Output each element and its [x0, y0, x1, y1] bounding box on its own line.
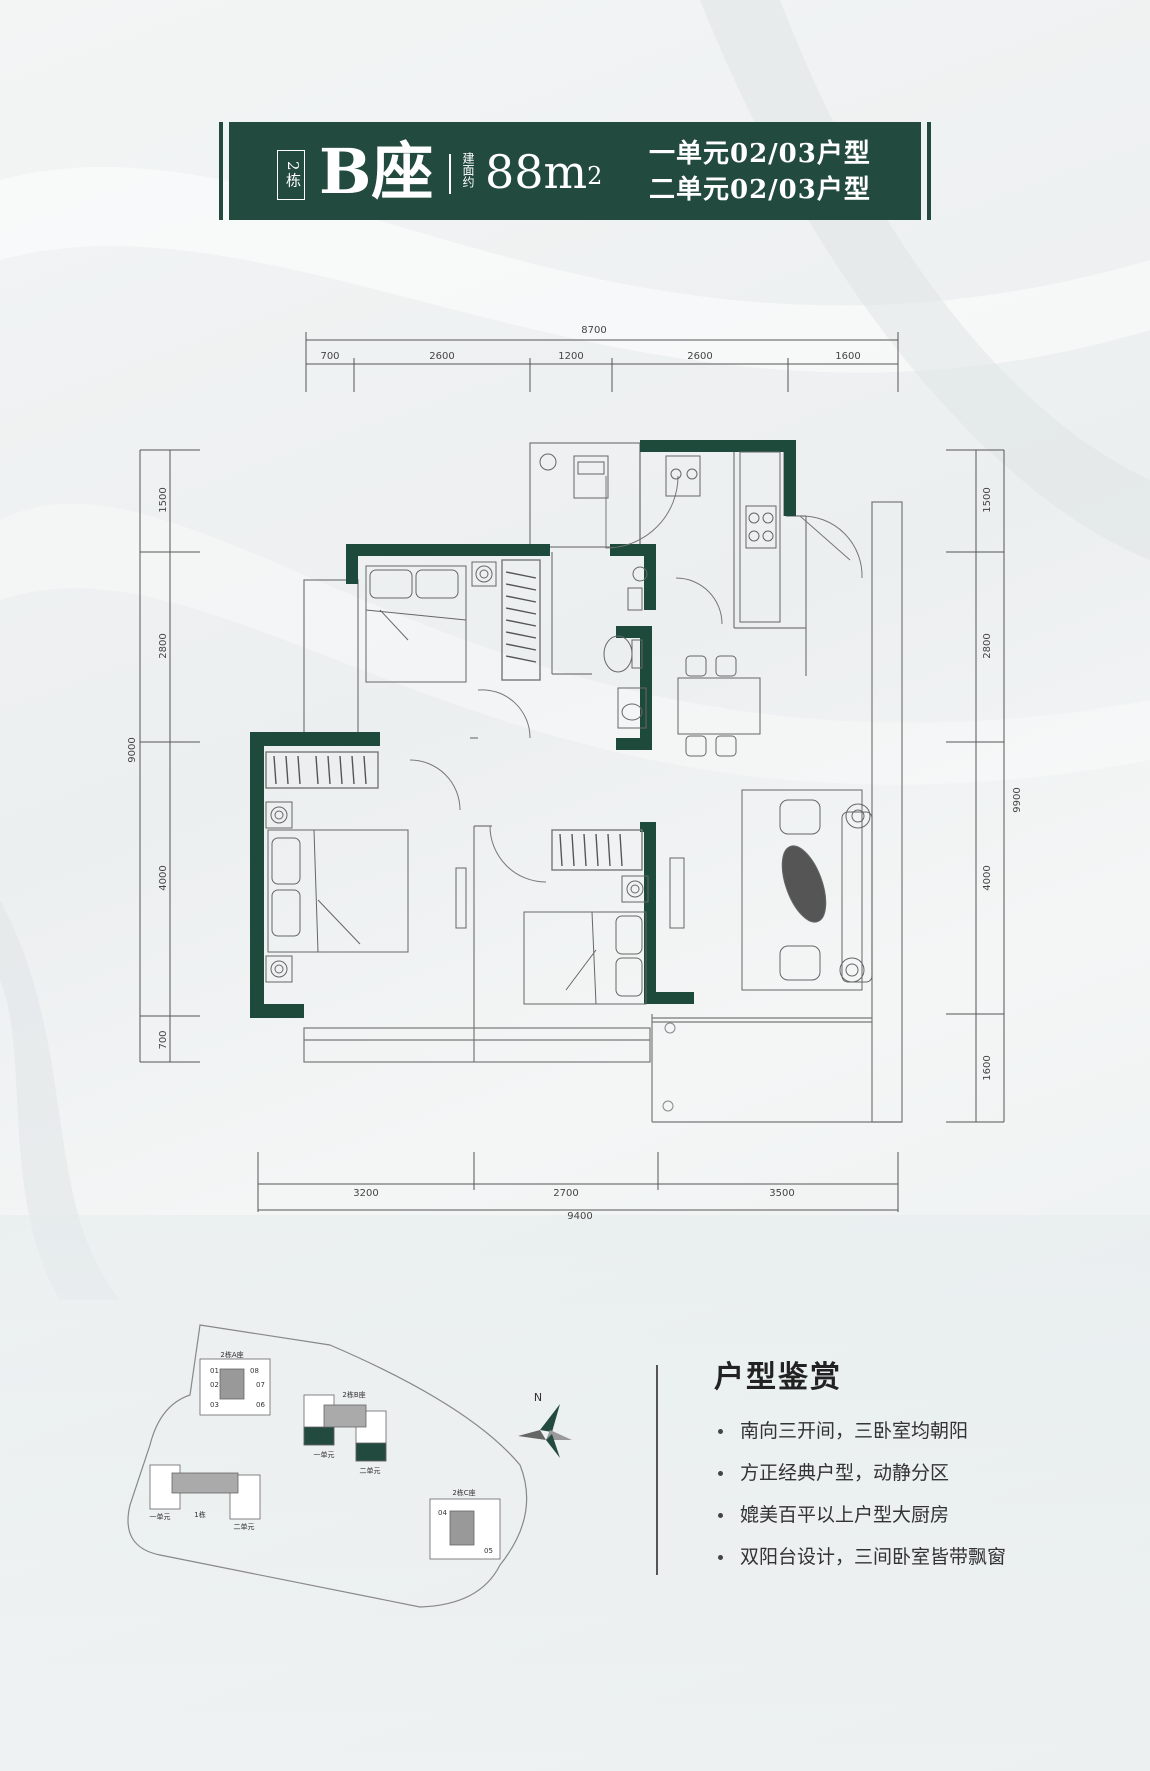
dim-top-3: 1200 — [558, 351, 583, 362]
dim-left-4: 700 — [158, 1030, 169, 1049]
header-banner: 2栋 B座 建面约 88m2 一单元02/03户型 二单元02/03户型 — [219, 122, 931, 220]
site-label-1: 1栋 — [194, 1510, 205, 1519]
site-building-2b — [303, 1394, 387, 1462]
feature-item: 双阳台设计，三间卧室皆带飘窗 — [712, 1536, 1006, 1578]
doors — [409, 475, 863, 883]
dim-left-total: 9000 — [127, 737, 138, 762]
bed-top — [365, 561, 497, 683]
area-number: 88m — [485, 145, 588, 199]
feature-text: 双阳台设计，三间卧室皆带飘窗 — [740, 1546, 1007, 1568]
dim-left-1: 1500 — [158, 487, 169, 512]
feature-text: 方正经典户型，动静分区 — [740, 1462, 950, 1484]
dim-top-4: 2600 — [687, 351, 712, 362]
site-num-2c-05: 05 — [484, 1547, 493, 1555]
feature-item: 南向三开间，三卧室均朝阳 — [712, 1410, 1006, 1452]
wardrobe-third — [551, 829, 643, 871]
feature-item: 方正经典户型，动静分区 — [712, 1452, 1006, 1494]
bullet-icon — [718, 1513, 723, 1518]
site-num-2a-08: 08 — [250, 1367, 259, 1375]
dim-bottom-2: 2700 — [553, 1188, 578, 1199]
site-building-2a — [199, 1358, 271, 1416]
site-num-2a-07: 07 — [256, 1381, 265, 1389]
balcony-fixtures — [662, 1022, 676, 1112]
feature-item: 媲美百平以上户型大厨房 — [712, 1494, 1006, 1536]
dim-top-total: 8700 — [581, 325, 606, 336]
dim-top-2: 2600 — [429, 351, 454, 362]
dining-table — [677, 655, 761, 757]
banner-edge-right — [927, 122, 931, 220]
site-unit-1b: 一单元 — [150, 1512, 171, 1521]
site-unit-1: 一单元 — [314, 1450, 335, 1459]
site-unit-2: 二单元 — [360, 1466, 381, 1475]
floor-plan: 8700 700 2600 1200 2600 1600 9000 1500 2… — [127, 325, 1023, 1222]
dim-top-5: 1600 — [835, 351, 860, 362]
dim-bottom-3: 3500 — [769, 1188, 794, 1199]
dim-right-3: 4000 — [982, 865, 993, 890]
building-tag: 2栋 — [277, 150, 305, 200]
site-label-2a: 2栋A座 — [220, 1350, 243, 1359]
north-label: N — [534, 1391, 542, 1404]
bullet-icon — [718, 1471, 723, 1476]
site-num-2a-06: 06 — [256, 1401, 265, 1409]
dim-bottom-total: 9400 — [567, 1211, 592, 1222]
dim-right-4: 1600 — [982, 1055, 993, 1080]
bed-third — [523, 875, 649, 1005]
wardrobe-master — [265, 751, 379, 789]
seat-title: B座 — [319, 135, 434, 208]
dim-left-3: 4000 — [158, 865, 169, 890]
dim-right-1: 1500 — [982, 487, 993, 512]
feature-text: 媲美百平以上户型大厨房 — [740, 1504, 950, 1526]
laundry-fixtures — [539, 453, 609, 499]
bullet-icon — [718, 1555, 723, 1560]
site-num-2c-04: 04 — [438, 1509, 447, 1517]
structural-walls — [250, 440, 796, 1018]
site-label-2c: 2栋C座 — [452, 1488, 475, 1497]
features-divider — [656, 1365, 658, 1575]
banner-divider — [449, 154, 451, 194]
site-unit-2b: 二单元 — [234, 1522, 255, 1531]
site-num-2a-03: 03 — [210, 1401, 219, 1409]
features-title: 户型鉴赏 — [714, 1360, 842, 1395]
feature-text: 南向三开间，三卧室均朝阳 — [740, 1420, 969, 1442]
site-plan: 2栋A座 01 08 02 07 03 06 2栋B座 一单元 二单元 1栋 一… — [127, 1324, 542, 1608]
dim-right-total: 9900 — [1012, 787, 1023, 812]
dim-left-2: 2800 — [158, 633, 169, 658]
compass-icon — [518, 1404, 572, 1458]
area-value: 88m2 — [485, 144, 602, 200]
banner-edge-left — [219, 122, 223, 220]
living-room-furniture — [455, 789, 873, 991]
wardrobe-top — [501, 559, 541, 681]
site-num-2a-01: 01 — [210, 1367, 219, 1375]
outline-walls — [303, 440, 903, 1123]
dim-right-2: 2800 — [982, 633, 993, 658]
bed-master — [265, 801, 409, 983]
site-label-2b: 2栋B座 — [342, 1390, 365, 1399]
features-list: 南向三开间，三卧室均朝阳 方正经典户型，动静分区 媲美百平以上户型大厨房 双阳台… — [712, 1410, 1006, 1578]
bullet-icon — [718, 1429, 723, 1434]
area-superscript: 2 — [587, 162, 603, 190]
dim-bottom-1: 3200 — [353, 1188, 378, 1199]
site-building-2c — [429, 1498, 501, 1560]
kitchen-fixtures — [665, 451, 781, 623]
unit-line-2: 二单元02/03户型 — [649, 175, 871, 205]
area-label: 建面约 — [461, 152, 475, 188]
unit-line-1: 一单元02/03户型 — [649, 139, 871, 169]
site-building-1 — [149, 1464, 261, 1520]
bathroom-fixtures — [603, 566, 648, 729]
site-num-2a-02: 02 — [210, 1381, 219, 1389]
dim-top-1: 700 — [320, 351, 339, 362]
